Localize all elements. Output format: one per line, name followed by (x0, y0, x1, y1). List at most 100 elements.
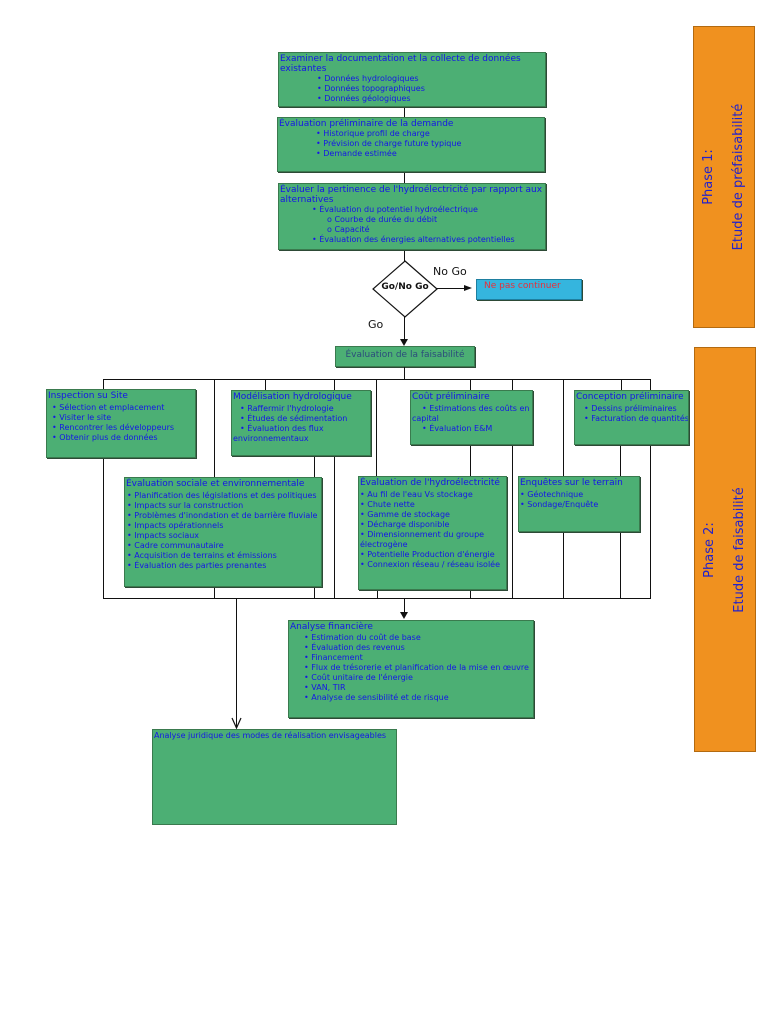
list-item: Acquisition de terrains et émissions (127, 551, 320, 561)
cost-wrap: capital (412, 414, 439, 423)
step-relevance-title: Évaluer la pertinence de l'hydroélectric… (280, 185, 543, 205)
hydro-eval-title: Évaluation de l'hydroélectricité (360, 478, 500, 488)
phase1-bar: Phase 1: Etude de préfaisabilité (693, 26, 755, 328)
list-item: Connexion réseau / réseau isolée (360, 560, 505, 570)
phase2-label: Phase 2: Etude de faisabilité (695, 487, 755, 612)
connector (404, 249, 405, 262)
list-item: Chute nette (360, 500, 505, 510)
list-item: Dessins préliminaires (584, 404, 687, 414)
grid-left-line (103, 379, 104, 599)
phase2-title: Etude de faisabilité (732, 486, 747, 613)
step-documentation: Examiner la documentation et la collecte… (278, 52, 546, 107)
list-item: Visiter le site (52, 413, 194, 423)
list-item: Coût unitaire de l'énergie (304, 673, 532, 683)
grid-divider (512, 379, 513, 599)
financial-analysis-box: Analyse financière Estimation du coût de… (288, 620, 534, 718)
list-item: Rencontrer les développeurs (52, 423, 194, 433)
grid-divider (377, 590, 378, 599)
list-item: Potentielle Production d'énergie (360, 550, 505, 560)
site-inspection-box: Inspection su Site Sélection et emplacem… (46, 389, 196, 458)
cost-box: Coût préliminaire Estimations des coûts … (410, 390, 533, 445)
site-inspection-title: Inspection su Site (48, 391, 128, 401)
connector (236, 599, 237, 727)
list-item: Prévision de charge future typique (316, 139, 543, 149)
list-item: Flux de trésorerie et planification de l… (304, 663, 532, 673)
list-item: Impacts opérationnels (127, 521, 320, 531)
design-title: Conception préliminaire (576, 392, 684, 402)
arrow-head (464, 285, 472, 291)
list-item: Évaluation E&M (422, 424, 531, 434)
list-item: Demande estimée (316, 149, 543, 159)
list-item: Évaluation des parties prenantes (127, 561, 320, 571)
arrow-head (231, 717, 242, 729)
phase1-label: Phase 1: Etude de préfaisabilité (694, 104, 754, 251)
list-item: Dimensionnement du groupe (360, 530, 505, 540)
list-item: Évaluation du potentiel hydroélectrique (312, 205, 544, 215)
list-item: Impacts sur la construction (127, 501, 320, 511)
financial-analysis-title: Analyse financière (290, 622, 373, 632)
arrow-head (400, 339, 408, 346)
feasibility-title: Évaluation de la faisabilité (345, 350, 465, 360)
decision-diamond (372, 260, 438, 318)
list-item: Courbe de durée du débit (327, 215, 544, 225)
list-item: Historique profil de charge (316, 129, 543, 139)
step-demand-title: Évaluation préliminaire de la demande (279, 119, 454, 129)
list-item: Décharge disponible (360, 520, 505, 530)
list-item: Estimations des coûts en (422, 404, 531, 414)
phase1-title: Etude de préfaisabilité (731, 103, 746, 251)
hydro-eval-wrap: électrogène (360, 540, 408, 549)
list-item: Évaluation des flux (240, 424, 369, 434)
stop-label: Ne pas continuer (484, 281, 561, 291)
legal-analysis-box: Analyse juridique des modes de réalisati… (152, 729, 397, 825)
list-item: Données géologiques (317, 94, 544, 104)
list-item: Raffermir l'hydrologie (240, 404, 369, 414)
list-item: Obtenir plus de données (52, 433, 194, 443)
connector (404, 315, 405, 343)
phase2-number: Phase 2: (702, 521, 717, 578)
phase2-bar: Phase 2: Etude de faisabilité (694, 347, 756, 752)
step-relevance: Évaluer la pertinence de l'hydroélectric… (278, 183, 546, 250)
grid-top-line (103, 379, 651, 380)
hydro-model-tail: environnementaux (233, 434, 309, 443)
list-item: Analyse de sensibilité et de risque (304, 693, 532, 703)
list-item: Financement (304, 653, 532, 663)
connector (404, 106, 405, 118)
list-item: Capacité (327, 225, 544, 235)
grid-divider (376, 379, 377, 489)
list-item: Sondage/Enquête (520, 500, 638, 510)
list-item: Estimation du coût de base (304, 633, 532, 643)
list-item: Planification des législations et des po… (127, 491, 320, 501)
connector (436, 288, 466, 289)
list-item: Cadre communautaire (127, 541, 320, 551)
step-documentation-title: Examiner la documentation et la collecte… (280, 54, 521, 74)
list-item: Évaluation des revenus (304, 643, 532, 653)
no-go-label: No Go (433, 265, 467, 278)
list-item: Au fil de l'eau Vs stockage (360, 490, 505, 500)
field-survey-box: Enquêtes sur le terrain Géotechnique Son… (518, 476, 640, 532)
list-item: Évaluation des énergies alternatives pot… (312, 235, 544, 245)
social-env-title: Évaluation sociale et environnementale (126, 479, 305, 489)
hydro-eval-box: Évaluation de l'hydroélectricité Au fil … (358, 476, 507, 590)
cost-title: Coût préliminaire (412, 392, 490, 402)
decision-label: Go/No Go (381, 282, 429, 292)
legal-analysis-title: Analyse juridique des modes de réalisati… (154, 731, 387, 740)
design-box: Conception préliminaire Dessins prélimin… (574, 390, 689, 445)
list-item: Facturation de quantités (584, 414, 688, 424)
grid-divider (334, 379, 335, 599)
grid-divider (621, 379, 622, 391)
list-item: Problèmes d'inondation et de barrière fl… (127, 511, 320, 521)
connector (404, 599, 405, 614)
list-item: Sélection et emplacement (52, 403, 194, 413)
grid-divider (470, 379, 471, 393)
social-env-box: Évaluation sociale et environnementale P… (124, 477, 322, 587)
grid-divider (265, 379, 266, 391)
list-item: Géotechnique (520, 490, 638, 500)
field-survey-title: Enquêtes sur le terrain (520, 478, 623, 488)
connector (404, 367, 405, 380)
arrow-head (400, 612, 408, 619)
phase1-number: Phase 1: (701, 149, 716, 205)
list-item: Études de sédimentation (240, 414, 369, 424)
stop-box: Ne pas continuer (476, 279, 582, 300)
list-item: Données topographiques (317, 84, 544, 94)
hydro-model-title: Modélisation hydrologique (233, 392, 352, 402)
